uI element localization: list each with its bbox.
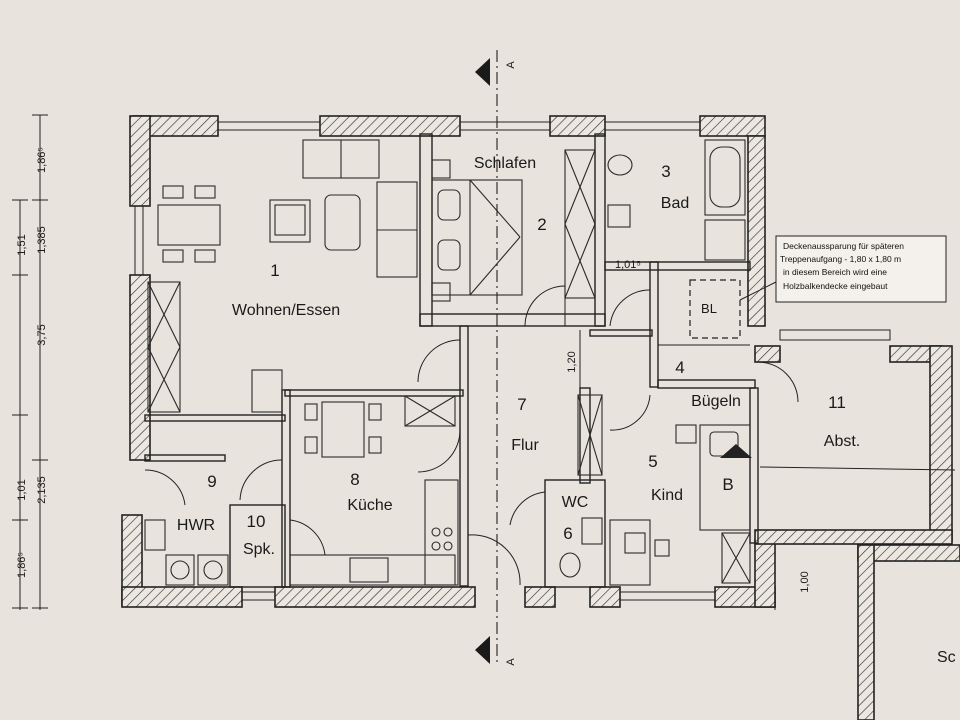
room-6-name: WC — [562, 494, 589, 511]
room-11-number: 11 — [828, 393, 846, 412]
room-3-name: Bad — [661, 195, 689, 212]
edge-text: Sc — [937, 649, 956, 666]
room-1-number: 1 — [270, 261, 279, 280]
dim-outer-top: 1,86⁵ — [36, 147, 48, 173]
room-10-number: 10 — [247, 512, 266, 531]
room-7-number: 7 — [517, 395, 526, 414]
room-4-number: 4 — [675, 358, 684, 377]
dim-right-margin: 1,00 — [799, 571, 811, 592]
room-2-number: 2 — [537, 215, 546, 234]
dim-outer-middle: 3,75 — [36, 324, 48, 345]
room-5-name: Kind — [651, 487, 683, 504]
note-line-3: in diesem Bereich wird eine — [783, 267, 887, 277]
ceiling-note-box — [739, 235, 947, 303]
room-9-number: 9 — [207, 472, 216, 491]
dim-inner-1: 1,51 — [16, 234, 28, 255]
dim-corridor-width: 1,20 — [566, 351, 578, 372]
section-mark-bottom: A — [505, 658, 517, 666]
section-mark-top: A — [505, 61, 517, 69]
note-line-1: Deckenaussparung für späteren — [783, 241, 904, 251]
exterior-walls — [121, 115, 956, 608]
room-6-number: 6 — [563, 524, 572, 543]
room-9-name: HWR — [177, 517, 215, 534]
room-2-name: Schlafen — [474, 155, 536, 172]
dim-inner-4: 2,135 — [36, 476, 48, 504]
dim-door-bedroom: 1,01⁵ — [615, 259, 641, 271]
bl-label: BL — [701, 301, 717, 316]
section-line — [475, 50, 498, 665]
furniture — [144, 139, 752, 586]
door-swings — [144, 285, 799, 586]
boiler-label: B — [722, 475, 733, 494]
dim-inner-3: 1,01 — [16, 479, 28, 500]
room-11-name: Abst. — [824, 433, 860, 450]
room-10-name: Spk. — [243, 541, 275, 558]
dimension-lines — [12, 114, 776, 610]
room-8-name: Küche — [347, 497, 392, 514]
dim-outer-bottom: 1,86⁵ — [16, 552, 28, 578]
adjacent-building — [857, 544, 960, 720]
room-7-name: Flur — [511, 437, 539, 454]
dim-inner-2: 1,385 — [36, 226, 48, 254]
room-3-number: 3 — [661, 162, 670, 181]
room-5-number: 5 — [648, 452, 657, 471]
room-4-name: Bügeln — [691, 393, 741, 410]
note-line-2: Treppenaufgang - 1,80 x 1,80 m — [780, 254, 901, 264]
room-8-number: 8 — [350, 470, 359, 489]
note-line-4: Holzbalkendecke eingebaut — [783, 281, 888, 291]
room-1-name: Wohnen/Essen — [232, 302, 340, 319]
